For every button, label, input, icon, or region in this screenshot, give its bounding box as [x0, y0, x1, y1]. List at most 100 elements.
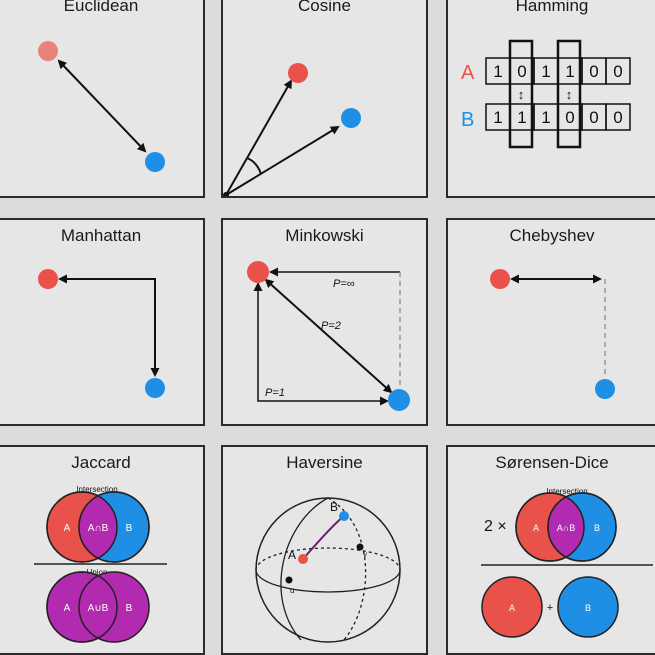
panel-dice: Sørensen-Dice Intersection 2 × A B A∩B A…: [446, 445, 655, 655]
panel-title: Hamming: [515, 0, 589, 15]
p-2-line: [264, 278, 393, 394]
set-b-label: B: [594, 523, 600, 533]
sphere: [255, 497, 401, 643]
point-a: [298, 554, 308, 564]
bit-value: 1: [565, 62, 574, 81]
u-label: u: [290, 586, 294, 595]
intersection-area: [79, 492, 117, 562]
point-b: [145, 152, 165, 172]
manhattan-diagram: [38, 269, 165, 398]
point-u: [285, 576, 293, 584]
point-a: [490, 269, 510, 289]
set-a-label: A: [64, 523, 71, 534]
point-b: [339, 511, 349, 521]
great-circle-arc: [302, 515, 345, 560]
point-a-label: A: [288, 548, 296, 562]
bit-value: 1: [517, 108, 526, 127]
panel-title: Haversine: [286, 453, 363, 472]
bit-value: 0: [589, 62, 598, 81]
row-a-label: A: [461, 62, 475, 84]
haversine-diagram: A B u v: [255, 497, 401, 643]
bit-value: 0: [613, 62, 622, 81]
minkowski-diagram: P=∞ P=2 P=1: [247, 261, 410, 411]
denominator-a-label: A: [509, 603, 515, 613]
origin-dot: [223, 192, 229, 196]
intersection-symbol: A∩B: [557, 523, 575, 533]
set-a-label: A: [533, 523, 539, 533]
intersection-area: [548, 493, 584, 561]
chebyshev-diagram: [490, 269, 615, 399]
panel-euclidean: Euclidean: [0, 0, 205, 198]
panel-title: Minkowski: [285, 226, 364, 245]
panel-title: Manhattan: [60, 226, 142, 245]
path-line: [58, 274, 160, 377]
equator-back: [255, 547, 401, 571]
bit-value: 0: [613, 108, 622, 127]
intersection-label: Intersection: [76, 485, 117, 494]
jaccard-diagram: Intersection A B A∩B Union A B A∪B: [34, 485, 167, 643]
bit-value: 1: [493, 108, 502, 127]
panel-title: Sørensen-Dice: [495, 453, 609, 472]
point-b-label: B: [330, 500, 338, 514]
euclidean-diagram: [38, 41, 165, 172]
point-a: [247, 261, 269, 283]
plus-sign: +: [547, 602, 553, 614]
union-b-label: B: [126, 603, 133, 614]
meridian-front: [280, 497, 329, 641]
meridian-back: [327, 497, 367, 642]
union-a-label: A: [64, 603, 71, 614]
bit-value: 0: [589, 108, 598, 127]
panel-haversine: Haversine A B u v: [221, 445, 428, 655]
dice-diagram: Intersection 2 × A B A∩B A B +: [481, 487, 653, 638]
row-b-label: B: [461, 109, 474, 131]
bit-cell: [605, 103, 631, 131]
bit-value: 0: [565, 108, 574, 127]
angle-arc: [246, 157, 262, 175]
bit-value: 1: [493, 62, 502, 81]
p-1-line: [253, 282, 389, 406]
bit-value: 0: [517, 62, 526, 81]
panel-jaccard: Jaccard Intersection A B A∩B Union A B A…: [0, 445, 205, 655]
panel-title: Cosine: [298, 0, 351, 15]
point-b: [595, 379, 615, 399]
bit-value: 1: [541, 62, 550, 81]
v-label: v: [363, 550, 367, 559]
panel-title: Chebyshev: [509, 226, 595, 245]
point-v: [356, 543, 364, 551]
union-symbol: A∪B: [88, 603, 109, 614]
intersection-symbol: A∩B: [88, 523, 109, 534]
point-b: [341, 108, 361, 128]
panel-minkowski: Minkowski P=∞ P=2 P=1: [221, 218, 428, 426]
denominator-b-circle: [557, 576, 619, 638]
denominator-b-label: B: [585, 603, 591, 613]
equator-front: [255, 569, 401, 593]
point-a: [288, 63, 308, 83]
union-label: Union: [87, 568, 108, 577]
intersection-label: Intersection: [546, 487, 587, 496]
vector-b: [225, 125, 340, 196]
panel-title: Euclidean: [63, 0, 139, 15]
p-1-label: P=1: [265, 387, 285, 399]
panel-manhattan: Manhattan: [0, 218, 205, 426]
point-b: [388, 389, 410, 411]
diff-highlight-2: [556, 39, 582, 149]
diff-arrow-1: ↕: [518, 87, 525, 102]
panel-chebyshev: Chebyshev: [446, 218, 655, 426]
cosine-diagram: [223, 63, 361, 196]
diff-arrow-2: ↕: [566, 87, 573, 102]
bit-cell: [605, 57, 631, 85]
multiplier: 2 ×: [484, 518, 507, 535]
p-inf-label: P=∞: [333, 278, 355, 290]
point-a: [38, 269, 58, 289]
point-b: [145, 378, 165, 398]
bit-value: 1: [541, 108, 550, 127]
set-b-label: B: [126, 523, 133, 534]
panel-title: Jaccard: [71, 453, 131, 472]
vector-a: [225, 79, 292, 196]
point-a: [38, 41, 58, 61]
denominator-a-circle: [481, 576, 543, 638]
diff-highlight-1: [508, 39, 534, 149]
